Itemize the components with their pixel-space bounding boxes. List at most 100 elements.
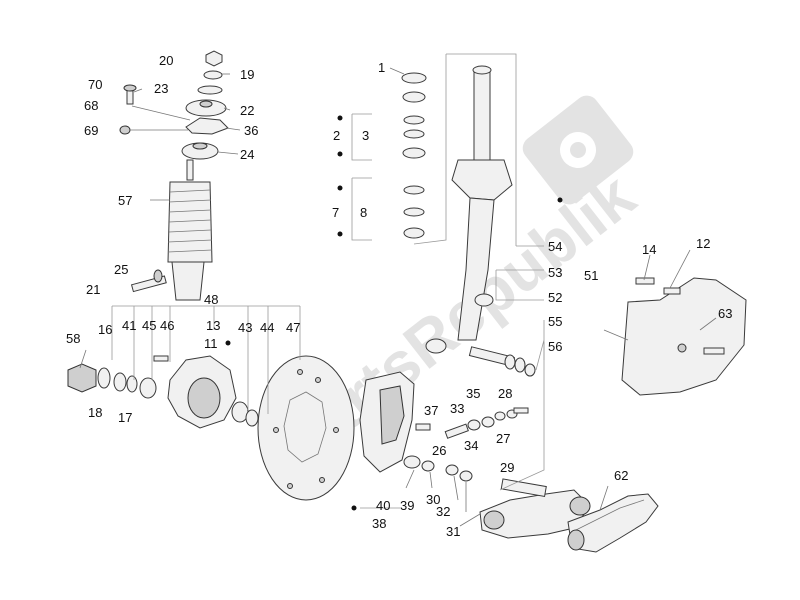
- ring-30: [445, 464, 459, 476]
- callout-12: 12: [696, 236, 710, 251]
- callout-35: 35: [466, 386, 480, 401]
- callout-labels: 20 19 70 23 68 22 69 36 24 57 25 21 1 2 …: [66, 53, 732, 539]
- washer-25: [153, 269, 163, 283]
- callout-43: 43: [238, 320, 252, 335]
- callout-70: 70: [88, 77, 102, 92]
- washer-35: [494, 411, 506, 421]
- callout-36: 36: [244, 123, 258, 138]
- bracket-plate-36: [185, 117, 229, 135]
- seal-52: [504, 354, 516, 370]
- callout-38: 38: [372, 516, 386, 531]
- callout-21: 21: [86, 282, 100, 297]
- callout-47: 47: [286, 320, 300, 335]
- callout-24: 24: [240, 147, 254, 162]
- washer-34: [481, 416, 495, 428]
- callout-3: 3: [362, 128, 369, 143]
- callout-46: 46: [160, 318, 174, 333]
- bolt-12: [663, 287, 681, 295]
- ring-44: [245, 409, 259, 427]
- shock-rod-57: [186, 159, 194, 181]
- washer-33: [467, 419, 481, 431]
- callout-63: 63: [718, 306, 732, 321]
- washer-19: [203, 70, 223, 80]
- screw-46: [153, 355, 169, 362]
- callout-20: 20: [159, 53, 173, 68]
- screw-63: [703, 347, 725, 355]
- callout-13: 13: [206, 318, 220, 333]
- callout-22: 22: [240, 103, 254, 118]
- callout-28: 28: [498, 386, 512, 401]
- wheel-hub-assembly: [67, 355, 355, 501]
- bullet-markers: [225, 115, 563, 511]
- ball-cage-3: [403, 129, 425, 139]
- ball-cage-8: [403, 207, 425, 217]
- callout-55: 55: [548, 314, 562, 329]
- callout-40: 40: [376, 498, 390, 513]
- callout-27: 27: [496, 431, 510, 446]
- seal-41: [126, 375, 138, 393]
- fork-crown: [451, 159, 513, 201]
- washer-18: [97, 367, 111, 389]
- callout-17: 17: [118, 410, 132, 425]
- callout-57: 57: [118, 193, 132, 208]
- callout-31: 31: [446, 524, 460, 539]
- callout-1: 1: [378, 60, 385, 75]
- ring-56: [524, 363, 536, 377]
- callout-68: 68: [84, 98, 98, 113]
- nut-58: [67, 363, 97, 393]
- bearing-1: [401, 72, 427, 84]
- callout-62: 62: [614, 468, 628, 483]
- brake-disc-47: [257, 355, 355, 501]
- seal-40: [403, 455, 421, 469]
- callout-26: 26: [432, 443, 446, 458]
- callout-52: 52: [548, 290, 562, 305]
- shock-lower-body-57: [171, 261, 205, 301]
- ring-1b: [402, 91, 426, 103]
- callout-34: 34: [464, 438, 478, 453]
- rubber-bush-22: [185, 99, 227, 117]
- hub-centre: [187, 377, 221, 419]
- callout-39: 39: [400, 498, 414, 513]
- race-2b: [402, 147, 426, 159]
- callout-32: 32: [436, 504, 450, 519]
- cover-62: [567, 493, 659, 553]
- spacer-17: [113, 372, 127, 392]
- screw-28: [513, 407, 529, 414]
- washer-23: [197, 85, 223, 95]
- callout-16: 16: [98, 322, 112, 337]
- callout-48: 48: [204, 292, 218, 307]
- callout-44: 44: [260, 320, 274, 335]
- callout-53: 53: [548, 265, 562, 280]
- callout-45: 45: [142, 318, 156, 333]
- callout-29: 29: [500, 460, 514, 475]
- spindle-29: [500, 478, 547, 498]
- bolt-14: [635, 277, 655, 285]
- nut-20: [205, 50, 223, 67]
- callout-54: 54: [548, 239, 562, 254]
- callout-41: 41: [122, 318, 136, 333]
- race-2a: [403, 115, 425, 125]
- fork-boss: [474, 293, 494, 307]
- callout-69: 69: [84, 123, 98, 138]
- callout-25: 25: [114, 262, 128, 277]
- cover-62-end: [567, 529, 585, 551]
- bearing-45: [139, 377, 157, 399]
- caliper-pad: [379, 385, 405, 445]
- swing-arm-29: [479, 478, 591, 539]
- race-7b: [403, 227, 425, 239]
- callout-11: 11: [204, 336, 218, 351]
- screw-head-70: [123, 84, 137, 92]
- leader-lines: [79, 53, 717, 527]
- gear-icon: [522, 95, 634, 205]
- ring-55: [514, 357, 526, 373]
- callout-2: 2: [333, 128, 340, 143]
- bush-left: [425, 338, 447, 354]
- fork-leg: [457, 197, 495, 341]
- brake-caliper-support: [359, 371, 529, 482]
- callout-33: 33: [450, 401, 464, 416]
- callout-18: 18: [88, 405, 102, 420]
- callout-8: 8: [360, 205, 367, 220]
- bush-top-24: [192, 142, 208, 150]
- steering-tube: [473, 69, 491, 161]
- bush-63: [677, 343, 687, 353]
